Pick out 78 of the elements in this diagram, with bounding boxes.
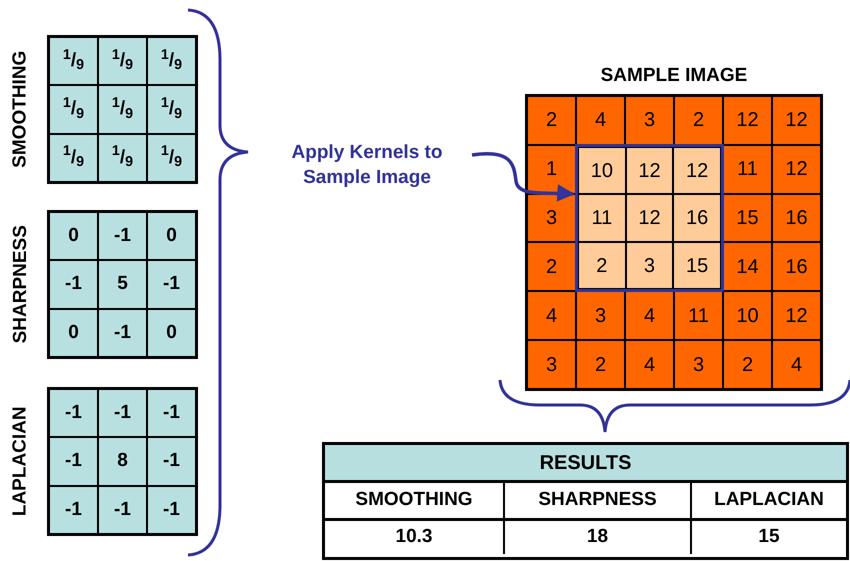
result-value: 15 bbox=[757, 525, 781, 550]
table-header: RESULTS bbox=[325, 445, 846, 483]
pixel-cell: 11 bbox=[578, 194, 626, 242]
kernel-cell: 0 bbox=[147, 212, 196, 260]
kernel-cell: -1 bbox=[98, 389, 147, 438]
kernel-cell: -1 bbox=[49, 260, 98, 309]
pixel-cell: 16 bbox=[772, 242, 821, 292]
pixel-cell: 3 bbox=[576, 291, 625, 340]
pixel-cell: 3 bbox=[625, 96, 674, 145]
kernel-cell: $^{1}$/$_{9}$ bbox=[49, 85, 98, 134]
kernel-cell: -1 bbox=[147, 389, 196, 438]
kernel-cell: 0 bbox=[49, 212, 98, 260]
pixel-cell: 16 bbox=[673, 194, 721, 242]
callout-text: Apply Kernels to Sample Image bbox=[262, 140, 472, 190]
kernel-cell: $^{1}$/$_{9}$ bbox=[98, 37, 147, 86]
result-value: 10.3 bbox=[325, 521, 505, 554]
pixel-cell: 2 bbox=[723, 340, 772, 389]
kernel-title: SHARPNESS bbox=[8, 225, 32, 344]
pixel-cell: 1 bbox=[527, 144, 576, 194]
pixel-cell: 12 bbox=[723, 96, 772, 145]
kernel-cell: -1 bbox=[147, 437, 196, 486]
pixel-cell: 11 bbox=[723, 144, 772, 194]
kernel-cell: 0 bbox=[147, 308, 196, 357]
pixel-cell: 2 bbox=[576, 340, 625, 389]
kernel-cell: -1 bbox=[49, 486, 98, 534]
pixel-cell: 3 bbox=[626, 242, 674, 290]
pixel-cell: 4 bbox=[772, 340, 821, 389]
pixel-cell: 11 bbox=[674, 291, 723, 340]
pixel-cell: 12 bbox=[772, 96, 821, 145]
kernel-cell: -1 bbox=[98, 308, 147, 357]
pixel-cell: 12 bbox=[626, 146, 674, 194]
arrow bbox=[472, 152, 575, 202]
pixel-cell: 12 bbox=[772, 291, 821, 340]
pixel-cell: 2 bbox=[578, 242, 626, 290]
kernel-cell: 0 bbox=[49, 308, 98, 357]
kernel-cell: $^{1}$/$_{9}$ bbox=[49, 37, 98, 86]
kernel-title: SMOOTHING bbox=[8, 50, 32, 168]
kernel-cell: -1 bbox=[49, 389, 98, 438]
pixel-cell: 14 bbox=[723, 242, 772, 292]
kernel-cell: -1 bbox=[49, 437, 98, 486]
pixel-cell: 15 bbox=[723, 194, 772, 242]
kernel-cell: $^{1}$/$_{9}$ bbox=[98, 85, 147, 134]
pixel-cell: 12 bbox=[626, 194, 674, 242]
pixel-cell: 3 bbox=[527, 340, 576, 389]
kernel-title: LAPLACIAN bbox=[8, 406, 32, 516]
kernel-cell: -1 bbox=[147, 260, 196, 309]
pixel-cell: 4 bbox=[576, 96, 625, 145]
kernel-cell: -1 bbox=[147, 486, 196, 534]
kernel-cell: -1 bbox=[98, 212, 147, 260]
kernel-cell: 8 bbox=[98, 437, 147, 486]
pixel-cell: 4 bbox=[527, 291, 576, 340]
kernel-cell: $^{1}$/$_{9}$ bbox=[49, 134, 98, 182]
pixel-cell: 10 bbox=[723, 291, 772, 340]
pixel-cell: 15 bbox=[673, 242, 721, 290]
pixel-cell: 2 bbox=[527, 96, 576, 145]
pixel-cell: 12 bbox=[772, 144, 821, 194]
pixel-cell: 2 bbox=[674, 96, 723, 145]
result-value: 18 bbox=[505, 521, 692, 554]
pixel-cell: 16 bbox=[772, 194, 821, 242]
column-header: LAPLACIAN bbox=[713, 488, 825, 512]
kernel-cell: $^{1}$/$_{9}$ bbox=[98, 134, 147, 182]
column-header: SHARPNESS bbox=[505, 483, 692, 518]
pixel-cell: 12 bbox=[673, 146, 721, 194]
column-header: SMOOTHING bbox=[325, 483, 505, 518]
highlighted-region bbox=[575, 144, 724, 292]
pixel-cell: 4 bbox=[625, 291, 674, 340]
pixel-cell: 3 bbox=[674, 340, 723, 389]
results-table bbox=[322, 442, 849, 560]
kernel-cell: $^{1}$/$_{9}$ bbox=[147, 37, 196, 86]
pixel-cell: 2 bbox=[527, 242, 576, 292]
pixel-cell: 4 bbox=[625, 340, 674, 389]
pixel-cell: 10 bbox=[578, 146, 626, 194]
kernel-cell: -1 bbox=[98, 486, 147, 534]
pixel-cell: 3 bbox=[527, 194, 576, 242]
kernel-cell: $^{1}$/$_{9}$ bbox=[147, 85, 196, 134]
kernel-cell: $^{1}$/$_{9}$ bbox=[147, 134, 196, 182]
grid-title: SAMPLE IMAGE bbox=[600, 64, 748, 88]
kernel-cell: 5 bbox=[98, 260, 147, 309]
